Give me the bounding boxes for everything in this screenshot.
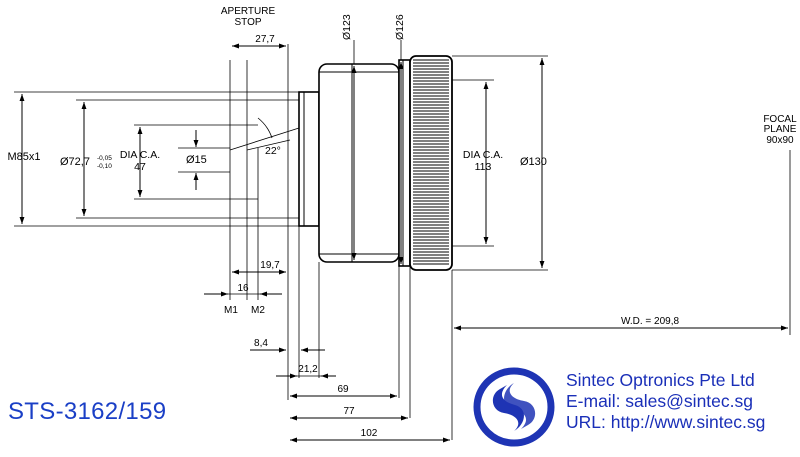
dia-130-label: Ø130 [520, 156, 547, 168]
dia-ca-47: 47 [134, 161, 146, 173]
wd-label: W.D. = 209,8 [621, 316, 680, 327]
dia-72-7-label: Ø72,7 [60, 156, 90, 168]
aperture-stop-label-2: STOP [234, 17, 261, 28]
dim-16: 16 [237, 283, 249, 294]
dim-19-7: 19,7 [260, 260, 280, 271]
dim-8-4: 8,4 [254, 338, 268, 349]
main-barrel [318, 63, 400, 263]
dim-27-7: 27,7 [255, 34, 275, 45]
angle-label: 22° [265, 145, 281, 157]
focal-plane-label-2: PLANE [764, 124, 797, 135]
dim-21-2: 21,2 [298, 364, 318, 375]
company-email: E-mail: sales@sintec.sg [566, 391, 753, 411]
m1-label: M1 [224, 305, 238, 316]
focal-plane-label-1: FOCAL [763, 114, 797, 125]
dia-126-label: Ø126 [394, 14, 406, 40]
m2-label: M2 [251, 305, 265, 316]
company-name: Sintec Optronics Pte Ltd [566, 370, 755, 390]
dia-123-label: Ø123 [341, 14, 353, 40]
dia-ca-label-left: DIA C.A. [120, 149, 160, 161]
knurled-ring [409, 55, 453, 271]
tolerance-lower: -0,10 [97, 163, 112, 170]
thread-label: M85x1 [7, 151, 40, 163]
part-number: STS-3162/159 [8, 398, 167, 425]
dim-69: 69 [337, 384, 349, 395]
dia-ca-113: 113 [475, 161, 492, 173]
dia-ca-label-right: DIA C.A. [463, 149, 503, 161]
sintec-logo-icon [473, 367, 555, 447]
rear-flange [298, 91, 320, 227]
company-info: Sintec Optronics Pte Ltd E-mail: sales@s… [566, 370, 765, 433]
tolerance-upper: -0,05 [97, 155, 112, 162]
dim-102: 102 [361, 428, 378, 439]
focal-plane-label-3: 90x90 [766, 135, 794, 146]
company-url: URL: http://www.sintec.sg [566, 412, 766, 432]
aperture-stop-label-1: APERTURE [221, 6, 276, 17]
dim-77: 77 [343, 406, 355, 417]
dia-15-label: Ø15 [186, 154, 207, 166]
